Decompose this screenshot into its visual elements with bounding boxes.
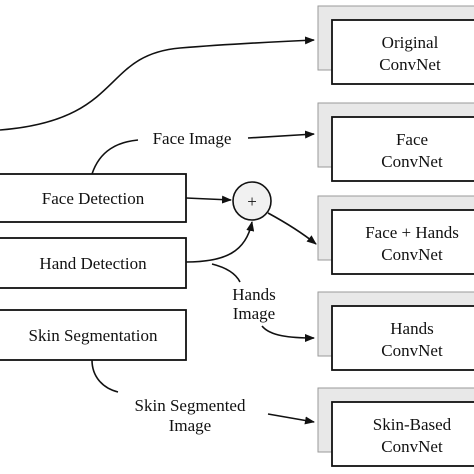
plus-icon: +	[247, 192, 257, 211]
box-frame	[0, 237, 187, 289]
hand-detection-label: Hand Detection	[39, 254, 147, 273]
face-detection-box: Face Detection	[0, 173, 187, 223]
skin-segmentation-box: Skin Segmentation	[0, 309, 187, 361]
output-original-convnet: Original ConvNet	[317, 5, 474, 85]
box-frame	[331, 305, 474, 371]
box-frame	[331, 401, 474, 467]
output-skin-based-convnet: Skin-Based ConvNet	[317, 387, 474, 467]
face-detection-label: Face Detection	[42, 189, 145, 208]
edge-face-image-in	[91, 139, 139, 175]
edge-hands-image-out	[261, 325, 315, 342]
output-label-line-2: ConvNet	[381, 341, 443, 360]
edge-skin-segmented-image-in	[91, 359, 119, 393]
hand-detection-box: Hand Detection	[0, 237, 187, 289]
hands-image-label-line-1: Hands	[232, 285, 275, 304]
skin-segmented-image-label-line-1: Skin Segmented	[135, 396, 246, 415]
face-image-label: Face Image	[153, 129, 232, 148]
edge-to-original-convnet	[0, 36, 315, 131]
box-frame	[331, 116, 474, 182]
output-label-line-1: Original	[382, 33, 439, 52]
combiner-node: +	[232, 181, 272, 221]
edge-hands-image-in	[211, 263, 241, 283]
combiner-circle	[232, 181, 272, 221]
output-label-line-1: Face + Hands	[365, 223, 459, 242]
box-frame	[0, 309, 187, 361]
output-face-hands-convnet: Face + Hands ConvNet	[317, 195, 474, 275]
output-hands-convnet: Hands ConvNet	[317, 291, 474, 371]
output-face-convnet: Face ConvNet	[317, 102, 474, 182]
output-label-line-1: Skin-Based	[373, 415, 452, 434]
skin-segmented-image-label-line-2: Image	[169, 416, 211, 435]
box-frame	[331, 209, 474, 275]
output-label-line-2: ConvNet	[381, 152, 443, 171]
hands-image-label-line-2: Image	[233, 304, 275, 323]
edge-hand-detection-to-combiner	[185, 221, 255, 263]
output-label-line-2: ConvNet	[381, 437, 443, 456]
box-frame	[331, 19, 474, 85]
edge-face-image-out	[247, 130, 315, 139]
edge-combiner-to-face-hands-convnet	[267, 212, 317, 245]
edge-skin-segmented-image-out	[267, 413, 315, 425]
output-label-line-1: Hands	[390, 319, 433, 338]
output-label-line-1: Face	[396, 130, 428, 149]
edge-face-detection-to-combiner	[185, 195, 232, 204]
output-label-line-2: ConvNet	[379, 55, 441, 74]
output-label-line-2: ConvNet	[381, 245, 443, 264]
skin-segmentation-label: Skin Segmentation	[29, 326, 158, 345]
